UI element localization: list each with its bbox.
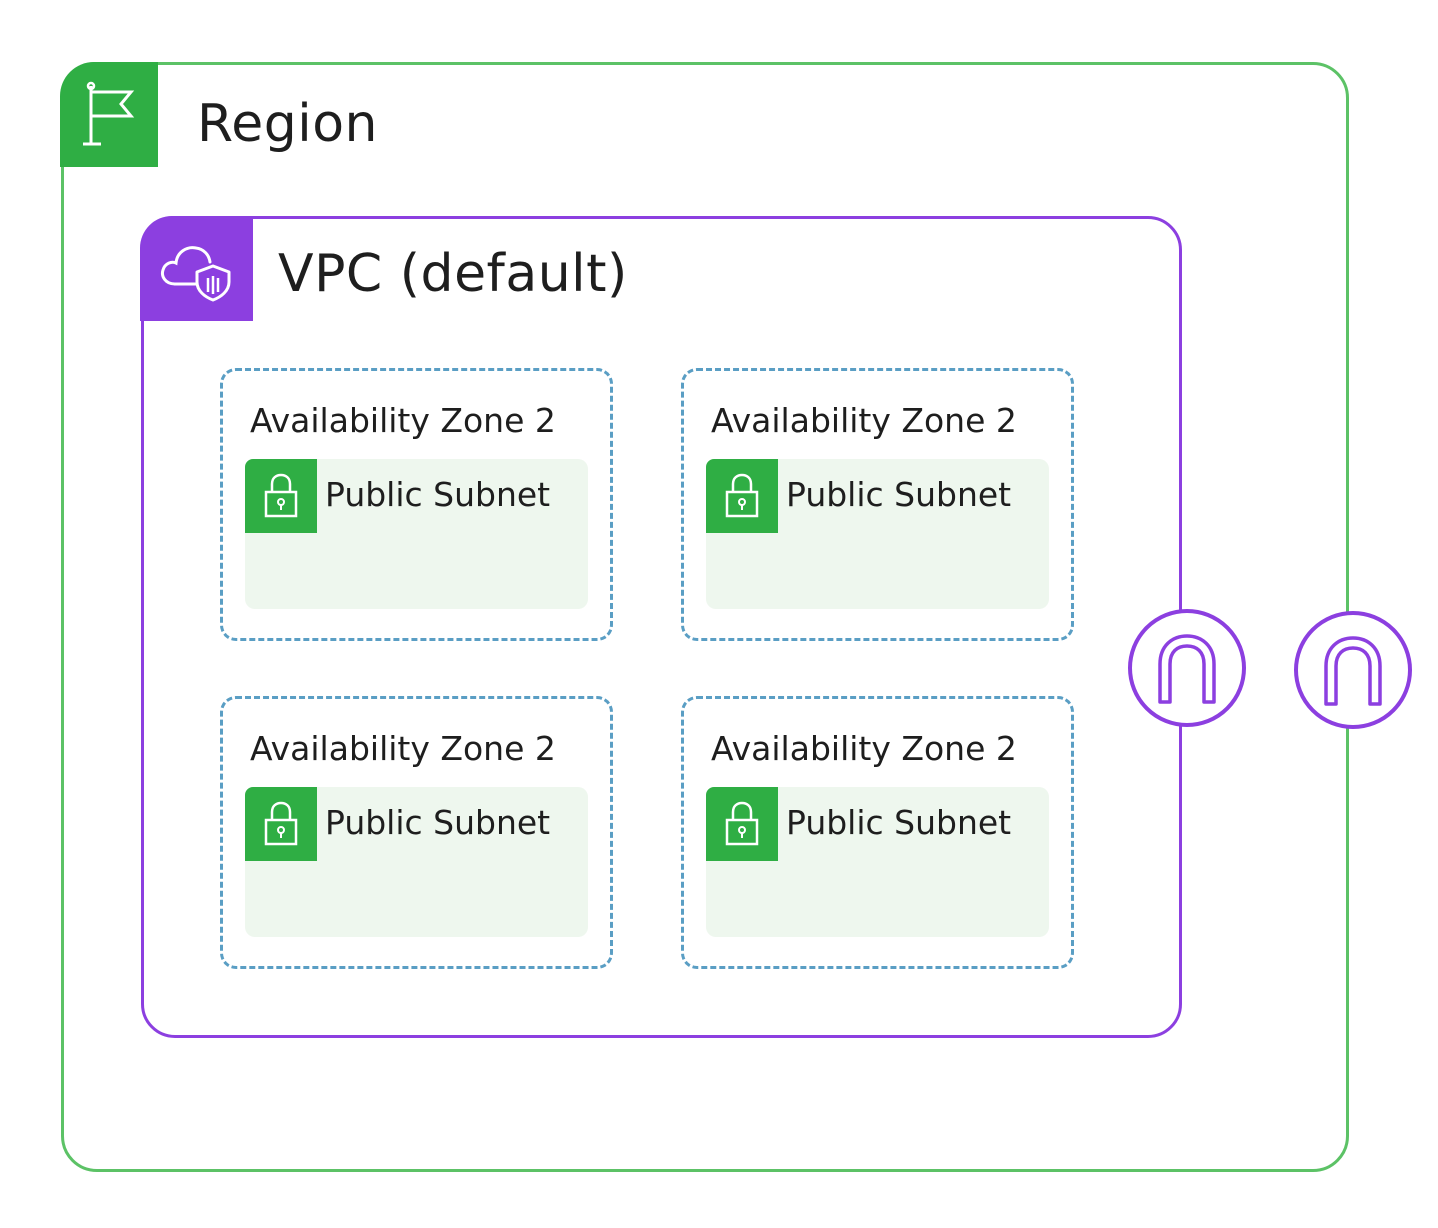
availability-zone-4: Availability Zone 2 Public Subnet: [681, 696, 1074, 969]
vpc-title: VPC (default): [278, 244, 628, 304]
internet-gateway-region[interactable]: [1294, 611, 1412, 729]
availability-zone-2: Availability Zone 2 Public Subnet: [681, 368, 1074, 641]
internet-gateway-icon: [1324, 636, 1382, 706]
lock-icon: [264, 473, 298, 518]
subnet-label: Public Subnet: [325, 803, 551, 842]
lock-icon: [264, 801, 298, 846]
availability-zone-label: Availability Zone 2: [250, 401, 556, 440]
availability-zone-1: Availability Zone 2 Public Subnet: [220, 368, 613, 641]
lock-icon: [725, 801, 759, 846]
public-subnet: Public Subnet: [706, 459, 1049, 609]
region-badge: [60, 62, 158, 167]
availability-zone-label: Availability Zone 2: [711, 729, 1017, 768]
internet-gateway-vpc[interactable]: [1128, 609, 1246, 727]
vpc-badge: [140, 216, 253, 321]
subnet-label: Public Subnet: [786, 475, 1012, 514]
subnet-badge: [706, 787, 778, 861]
subnet-badge: [706, 459, 778, 533]
public-subnet: Public Subnet: [245, 459, 588, 609]
subnet-label: Public Subnet: [786, 803, 1012, 842]
subnet-badge: [245, 459, 317, 533]
availability-zone-3: Availability Zone 2 Public Subnet: [220, 696, 613, 969]
cloud-shield-icon: [160, 245, 230, 301]
public-subnet: Public Subnet: [706, 787, 1049, 937]
subnet-badge: [245, 787, 317, 861]
internet-gateway-icon: [1158, 634, 1216, 704]
public-subnet: Public Subnet: [245, 787, 588, 937]
availability-zone-label: Availability Zone 2: [250, 729, 556, 768]
lock-icon: [725, 473, 759, 518]
availability-zone-label: Availability Zone 2: [711, 401, 1017, 440]
region-title: Region: [197, 94, 379, 154]
flag-icon: [83, 81, 135, 145]
subnet-label: Public Subnet: [325, 475, 551, 514]
